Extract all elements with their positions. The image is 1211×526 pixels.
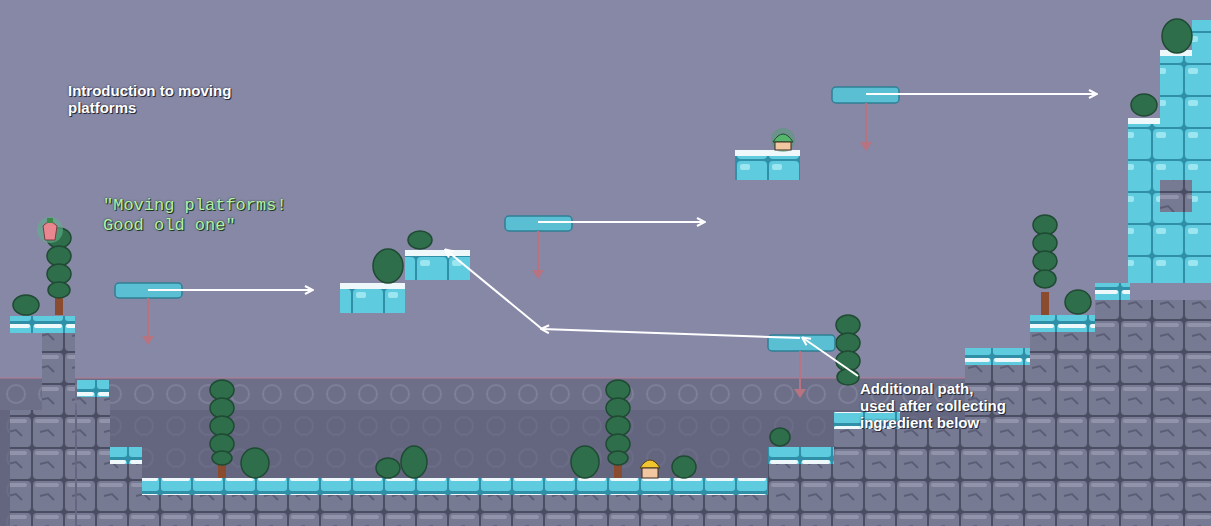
- section-title: Introduction to moving platforms: [68, 82, 243, 116]
- annotation-note: Additional path, used after collecting i…: [860, 380, 1010, 431]
- dialogue-text: "Moving platforms! Good old one": [103, 196, 313, 236]
